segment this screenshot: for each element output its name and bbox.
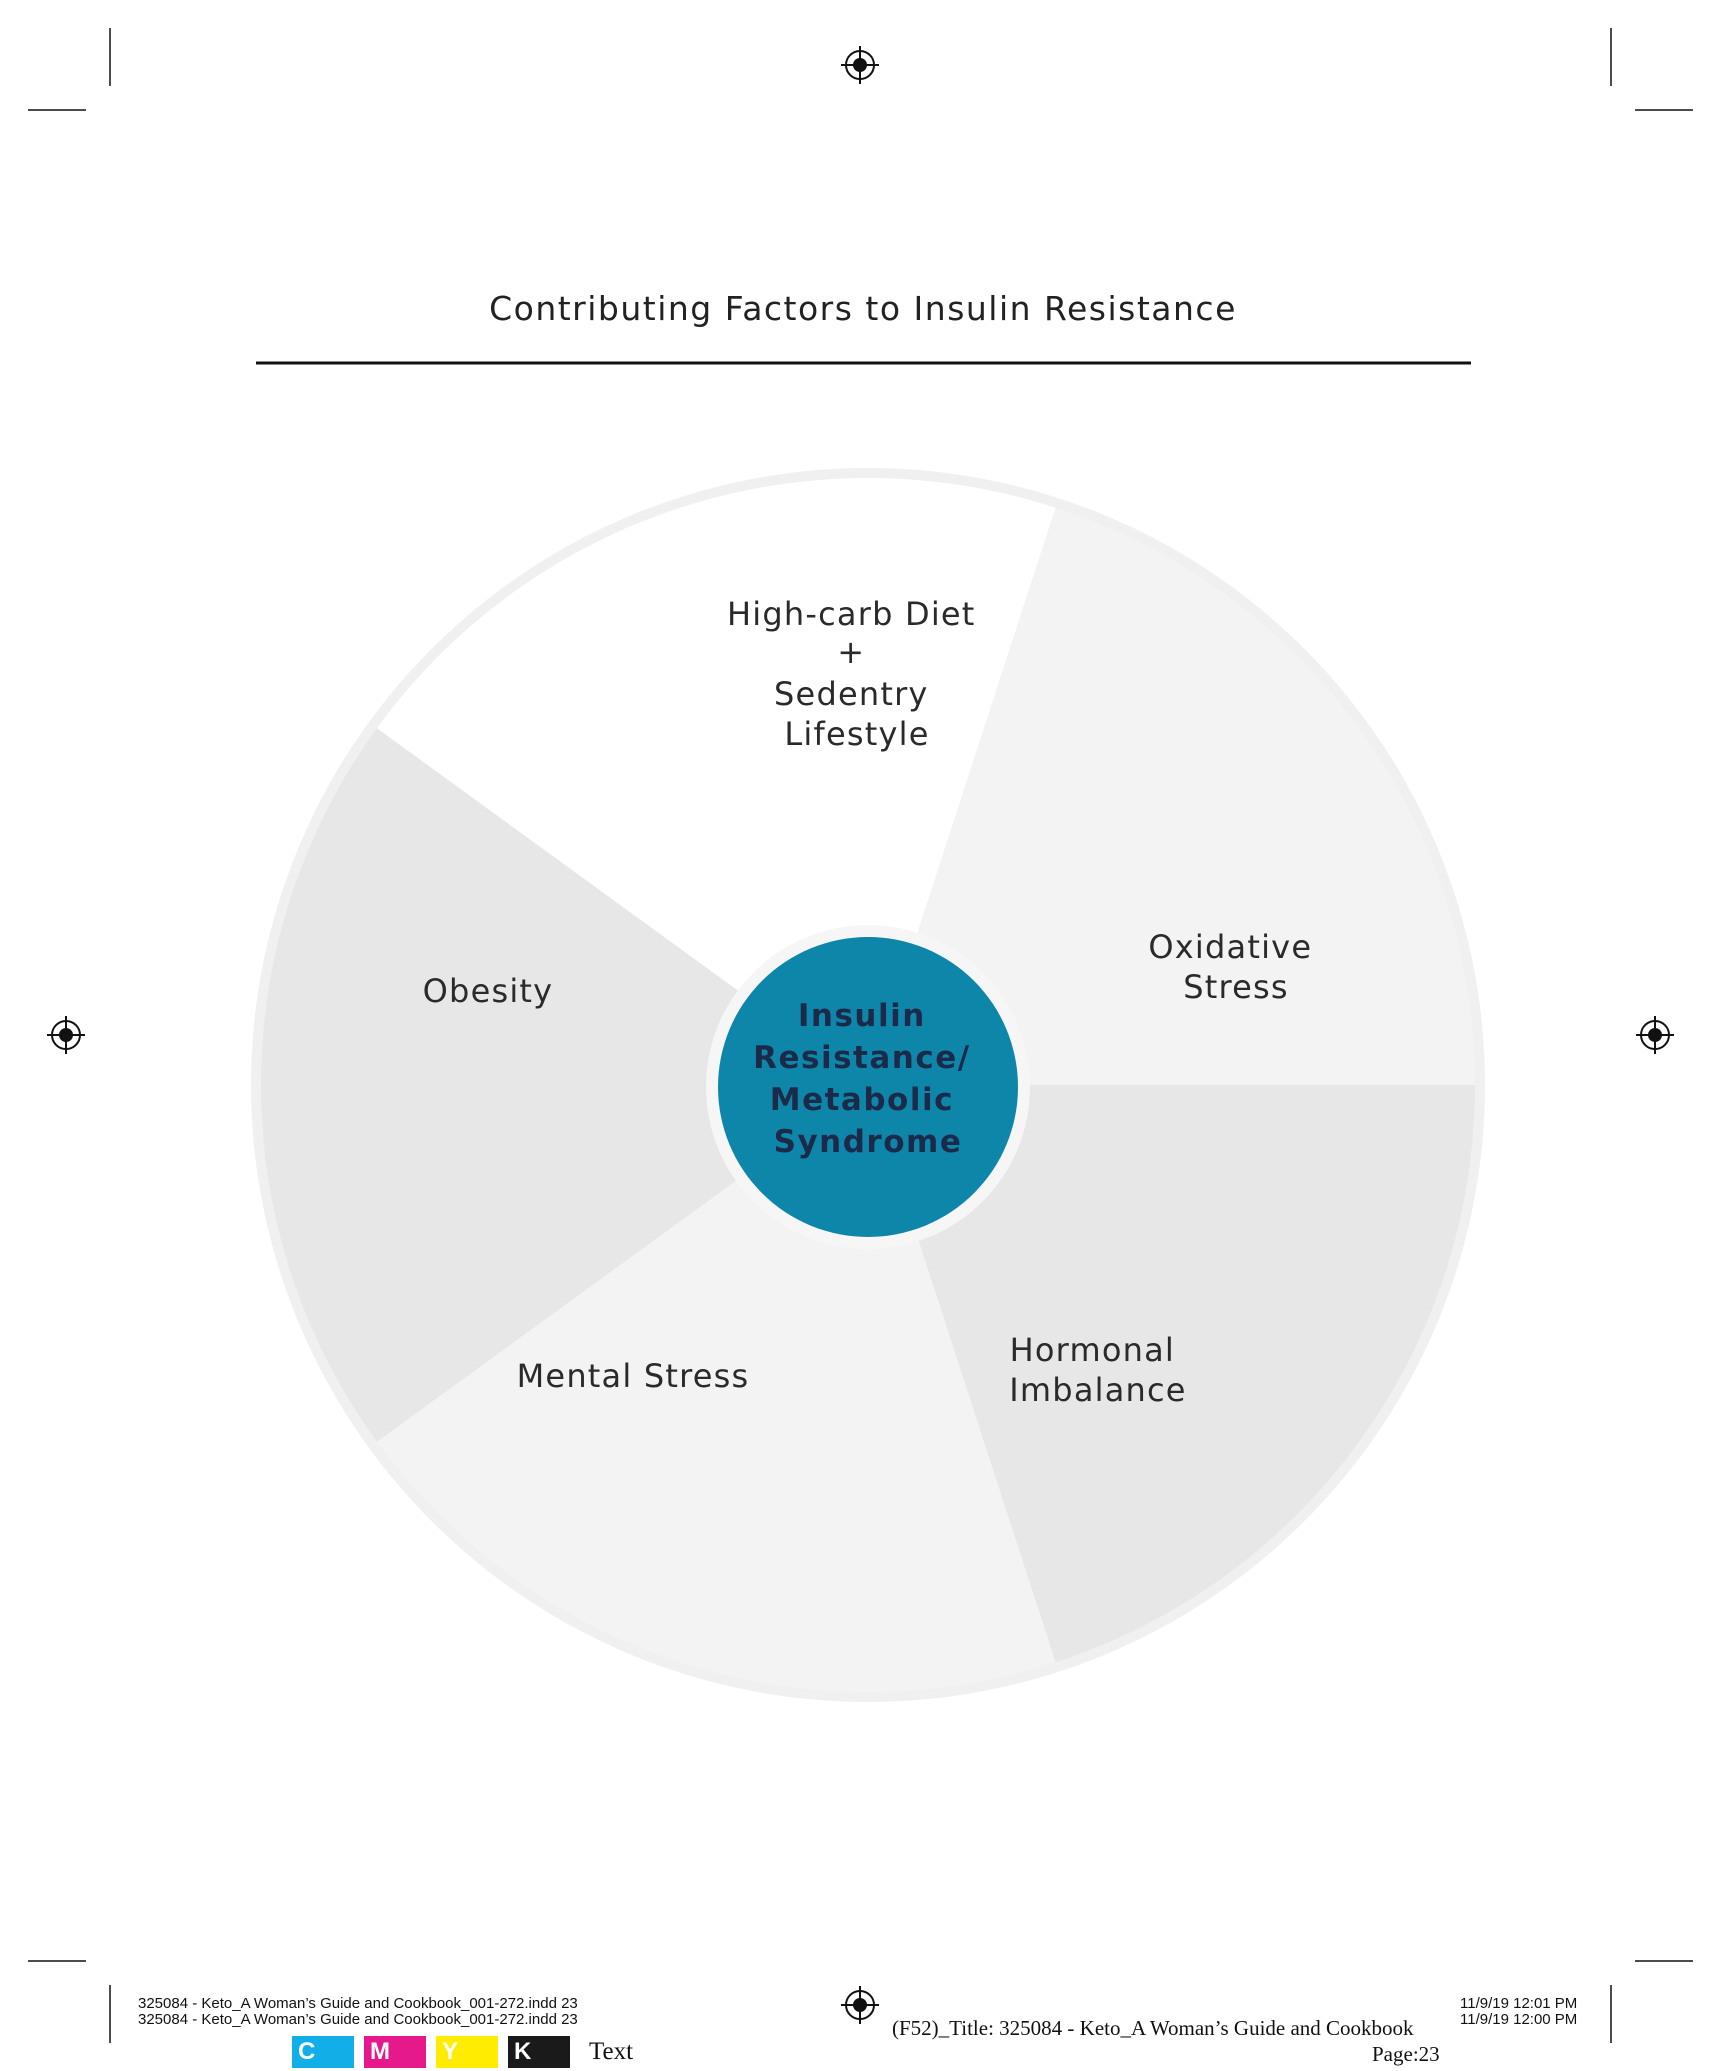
factor-wheel: Insulin Resistance/ Metabolic Syndrome H… (251, 468, 1485, 1702)
color-bar-cyan: C (292, 2036, 354, 2068)
label-high-carb-diet-line-3: Sedentry (774, 675, 929, 713)
slug-job-title: (F52)_Title: 325084 - Keto_A Woman’s Gui… (892, 2016, 1414, 2040)
slug-file-line-1: 325084 - Keto_A Woman’s Guide and Cookbo… (138, 1995, 578, 2012)
label-mental-stress-line-1: Mental Stress (517, 1357, 750, 1395)
center-circle (718, 937, 1018, 1237)
registration-mark-top (841, 46, 879, 84)
label-hormonal-imbalance-line-1: Hormonal (1010, 1331, 1175, 1369)
label-high-carb-diet-line-1: High-carb Diet (727, 595, 976, 633)
color-bar-plate-label: Text (589, 2038, 634, 2065)
label-oxidative-stress: Oxidative Stress (1148, 928, 1323, 1006)
color-bar-black: K (508, 2036, 570, 2068)
segment-hormonal-imbalance (868, 507, 1475, 1085)
color-bar-yellow: Y (436, 2036, 498, 2068)
registration-mark-bottom (841, 1986, 879, 2024)
center-label-line-3: Metabolic (770, 1082, 954, 1118)
center-label-line-4: Syndrome (774, 1124, 963, 1160)
slug-page-label: Page:23 (1372, 2042, 1440, 2066)
segment-mental-stress (868, 1085, 1475, 1663)
diagram-title: Contributing Factors to Insulin Resistan… (489, 289, 1237, 328)
label-high-carb-diet-line-2: + (837, 633, 865, 671)
color-bar-magenta: M (364, 2036, 426, 2068)
registration-mark-left (47, 1016, 85, 1054)
center-label-line-2: Resistance/ (753, 1040, 970, 1076)
center-label-line-1: Insulin (798, 998, 926, 1034)
crop-marks (28, 28, 1693, 2043)
slug-file-info: 325084 - Keto_A Woman’s Guide and Cookbo… (138, 1996, 578, 2028)
label-high-carb-diet: High-carb Diet + Sedentry Lifestyle (727, 595, 987, 753)
registration-mark-right (1636, 1016, 1674, 1054)
slug-timestamp-1: 11/9/19 12:01 PM (1460, 1995, 1578, 2012)
center-label: Insulin Resistance/ Metabolic Syndrome (753, 998, 983, 1160)
label-obesity-line-1: Obesity (423, 972, 554, 1010)
label-hormonal-imbalance-line-2: Imbalance (1009, 1371, 1186, 1409)
slug-file-line-2: 325084 - Keto_A Woman’s Guide and Cookbo… (138, 2011, 578, 2028)
segment-high-carb-diet (260, 728, 868, 1442)
label-hormonal-imbalance: Hormonal Imbalance (1009, 1331, 1186, 1409)
label-high-carb-diet-line-4: Lifestyle (784, 715, 929, 753)
label-oxidative-stress-line-1: Oxidative (1148, 928, 1312, 966)
label-mental-stress: Mental Stress (517, 1357, 750, 1395)
slug-timestamp-2: 11/9/19 12:00 PM (1460, 2011, 1578, 2028)
slug-timestamps: 11/9/19 12:01 PM 11/9/19 12:00 PM (1460, 1996, 1577, 2028)
label-obesity: Obesity (423, 972, 554, 1010)
label-oxidative-stress-line-2: Stress (1183, 968, 1289, 1006)
